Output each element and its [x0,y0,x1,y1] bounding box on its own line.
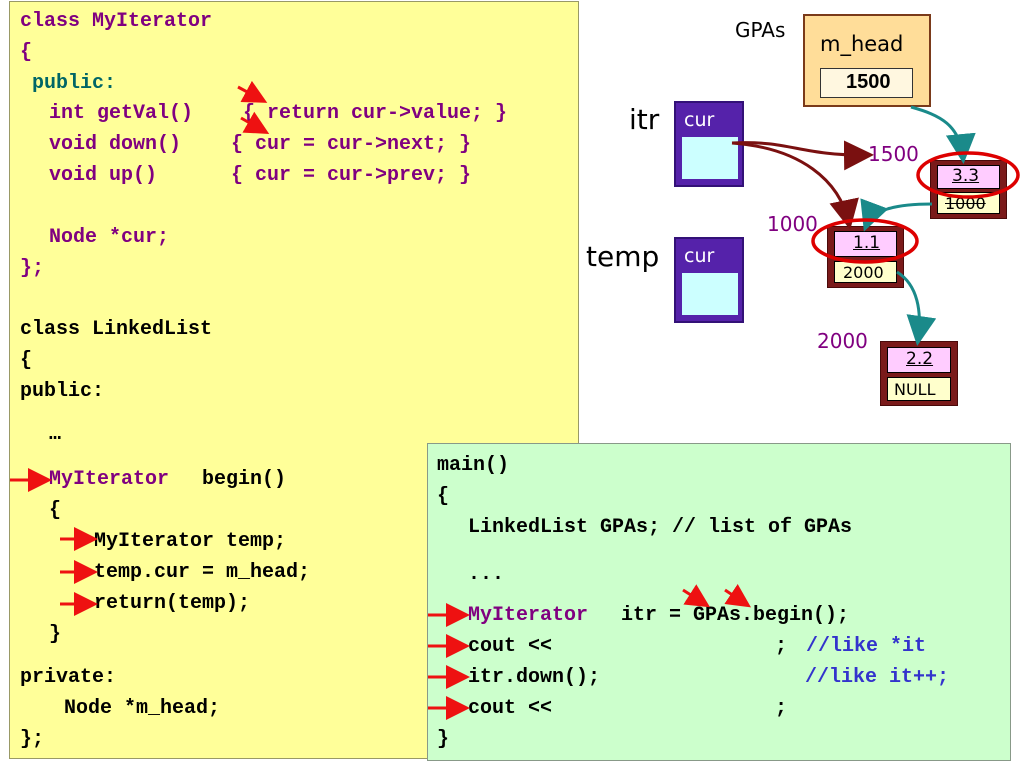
node-2-2: 2.2 NULL [880,341,958,406]
code-line: itr.down(); [468,666,601,689]
code-line: main() [437,454,510,477]
code-comment: //like *it [806,635,927,658]
node-value-field: 1.1 [834,231,897,257]
node-next-field: NULL [887,377,951,401]
m-head-box: m_head 1500 [803,14,931,107]
code-line: { [437,485,450,508]
class-code-panel: class MyIterator { public: int getVal() … [9,1,579,759]
code-line: MyIterator temp; [94,530,287,553]
node-value: 3.3 [952,166,980,186]
code-line: { cur = cur->next; } [231,133,472,156]
code-line: void down() [49,133,182,156]
code-line: { [20,349,33,372]
gpas-label: GPAs [735,18,786,42]
code-line: … [49,423,62,446]
code-line: MyIterator [468,604,589,627]
code-line: { [49,499,62,522]
code-line: temp.cur = m_head; [94,561,311,584]
main-code-panel: main() { LinkedList GPAs; // list of GPA… [427,443,1011,761]
code-line: private: [20,666,117,689]
code-comment: //like it++; [805,666,950,689]
m-head-label: m_head [820,32,904,56]
node-next: 1000 [945,194,986,213]
code-line: class LinkedList [20,318,213,341]
node1-to-node2-link [860,198,933,232]
code-line: public: [32,72,117,95]
itr-label: itr [629,103,660,136]
code-line: }; [20,257,45,280]
temp-cur-label: cur [684,245,715,267]
code-line: class MyIterator [20,10,213,33]
code-line: itr = GPAs.begin(); [609,604,850,627]
code-line: MyIterator [49,468,170,491]
node-value: 1.1 [853,233,881,253]
code-line: { [20,41,33,64]
code-line: Node *m_head; [64,697,221,720]
node-value-field: 2.2 [887,347,951,373]
node-value: 2.2 [906,349,934,369]
code-line: } [437,728,450,751]
address-2000: 2000 [817,329,868,353]
code-line: } [49,623,62,646]
code-line: int getVal() [49,102,194,125]
node-next-field: 1000 [937,192,1000,214]
code-line: }; [20,728,45,751]
code-line: cout << [468,697,553,720]
node-next-field: 2000 [834,261,897,283]
code-line: Node *cur; [49,226,170,249]
code-line: ; [775,697,788,720]
itr-variable-box: cur [674,101,744,187]
node-next: 2000 [843,263,884,282]
temp-label: temp [586,240,660,273]
itr-cur-slot [681,136,739,180]
code-line: { return cur->value; } [243,102,508,125]
node-value-field: 3.3 [937,165,1000,189]
code-line: void up() [49,164,158,187]
address-1000: 1000 [767,212,818,236]
temp-variable-box: cur [674,237,744,323]
itr-cur-label: cur [684,109,715,131]
code-line: ; [775,635,788,658]
node-3-3: 3.3 1000 [930,160,1007,219]
code-line: { cur = cur->prev; } [231,164,472,187]
node-1-1: 1.1 2000 [827,226,904,288]
code-line: return(temp); [94,592,251,615]
code-line: cout << [468,635,553,658]
address-1500: 1500 [868,142,919,166]
m-head-value-box: 1500 [820,68,913,98]
code-line: LinkedList GPAs; // list of GPAs [468,516,853,539]
code-line: begin() [190,468,287,491]
code-line: public: [20,380,105,403]
node-next: NULL [894,380,936,399]
temp-cur-slot [681,272,739,316]
m-head-value: 1500 [846,71,891,93]
itr-pointer-1500 [731,140,874,171]
code-line: ... [468,563,505,586]
